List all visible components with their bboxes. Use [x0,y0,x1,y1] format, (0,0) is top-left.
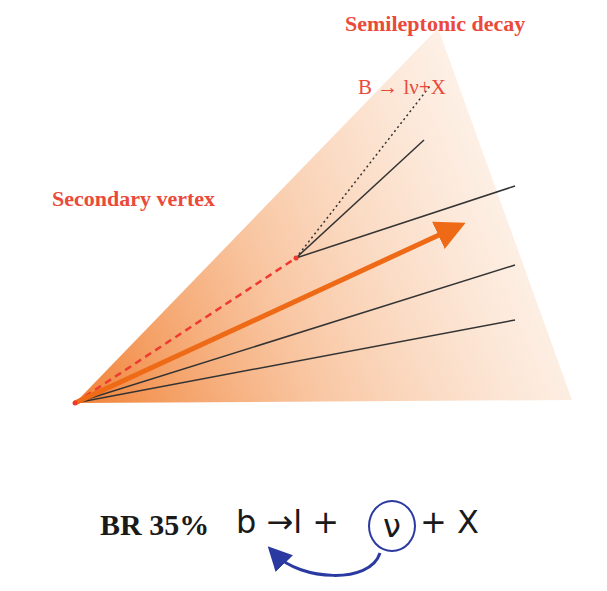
symbol-text: ν [383,510,401,542]
vertex-dot [73,401,78,406]
neutrino-track [296,86,430,258]
vertex-label: Secondary vertex [52,187,215,211]
track [75,320,515,403]
track [296,140,424,258]
b-flight-path [75,258,296,403]
equation-part: b →l + [236,505,339,540]
branching-ratio: BR 35% [100,508,209,541]
title-label: Semileptonic decay [345,12,525,36]
circled-neutrino: ν [368,500,416,552]
track [296,186,515,258]
track [75,265,515,403]
equation-part: + X [420,505,479,540]
curved-arrow [276,553,380,575]
decay-formula: B → lν+X [358,76,446,99]
jet-cone [75,28,572,403]
jet-axis-arrow [75,229,452,403]
vertex-dot [294,256,299,261]
